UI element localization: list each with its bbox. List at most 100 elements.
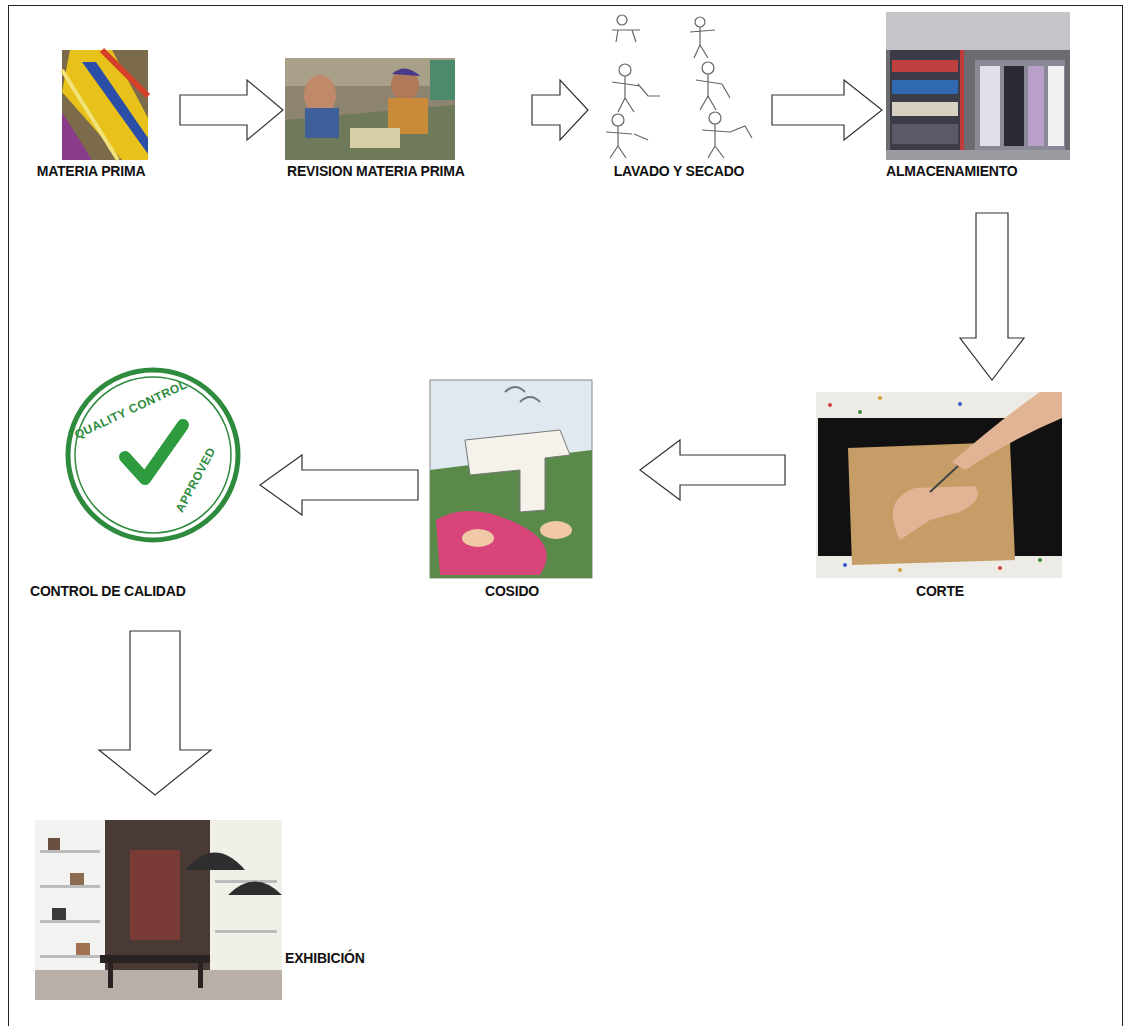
store-photo-part [198,963,203,988]
cutting-photo-part [898,568,902,572]
cutting-photo-part [843,563,847,567]
fabric-photo-part [62,50,148,160]
washing-sketches-part [617,15,627,25]
store-photo-part [100,955,210,963]
store-photo-part [185,853,245,871]
store-photo-part [40,920,100,923]
sewing-drawing-part [430,380,592,578]
washing-sketches-part [695,17,705,27]
store-photo-part [228,882,282,896]
sewing-drawing-part [540,521,572,539]
warehouse-photo-part [975,60,1065,150]
workers-photo [285,58,455,160]
quality-stamp-part [125,425,183,479]
sewing-drawing-part [462,529,494,547]
fabric-photo-part [62,112,92,160]
step-caption: ALMACENAMIENTO [886,163,1018,179]
fabric-photo-part [62,50,148,160]
cutting-photo-part [998,566,1002,570]
warehouse-photo-part [886,12,1070,160]
store-photo-part [215,880,277,883]
process-step: LAVADO Y SECADO [590,8,768,181]
warehouse-photo-part [892,80,958,94]
workers-photo-part [392,68,420,76]
warehouse-photo-part [1048,66,1064,146]
block-arrow [772,80,882,140]
store-photo-part [40,955,100,958]
store-photo-part [70,873,84,885]
warehouse-photo-part [892,124,958,144]
washing-sketches-part [702,124,752,158]
store-photo-part [52,908,66,920]
cutting-photo-part [828,403,832,407]
washing-sketches-part [702,62,714,74]
washing-sketches-part [709,112,721,124]
store-photo-part [130,850,180,940]
fabric-photo-part [62,70,118,160]
washing-sketches [606,15,752,158]
workers-photo-part [285,58,455,160]
sewing-drawing-part [465,430,570,512]
step-caption: COSIDO [428,583,596,599]
warehouse-photo-part [892,102,958,116]
store-photo-part [40,850,100,853]
step-caption: EXHIBICIÓN [285,950,365,966]
process-step: MATERIA PRIMA [28,48,154,181]
cutting-photo-part [952,392,1062,470]
workers-photo-part [350,128,400,148]
block-arrow [960,213,1024,380]
block-arrow [640,440,785,500]
process-step: REVISION MATERIA PRIMA [283,55,529,181]
warehouse-photo [886,12,1070,160]
washing-sketches-part [612,114,624,126]
warehouse-photo-part [1004,66,1024,146]
step-caption: LAVADO Y SECADO [590,163,768,179]
workers-photo-part [430,60,455,100]
process-step: ALMACENAMIENTO [884,10,1074,181]
cutting-photo-part [816,392,1062,578]
sewing-drawing [430,380,592,578]
step-caption: CONTROL DE CALIDAD [30,583,186,599]
store-photo-part [76,943,90,955]
warehouse-photo-part [886,150,1070,160]
block-arrow [260,455,418,515]
cutting-photo-part [1038,558,1042,562]
washing-sketches-part [619,64,631,76]
washing-sketches-part [606,126,648,158]
fabric-photo-part [102,50,148,96]
warehouse-photo-part [886,12,1070,50]
store-photo-part [40,885,100,888]
step-caption: CORTE [814,583,1066,599]
block-arrow [99,631,211,795]
washing-sketches-part [612,30,640,42]
warehouse-photo-part [960,50,964,160]
washing-sketches-part [612,76,660,112]
block-arrow [180,80,283,140]
store-photo-part [215,930,277,933]
fabric-photo-part [82,62,148,154]
workers-photo-part [285,105,455,160]
cutting-photo-part [958,402,962,406]
cutting-photo-part [893,486,978,540]
cutting-photo-part [878,396,882,400]
cutting-photo-part [858,410,862,414]
process-step: CORTE [814,388,1066,601]
warehouse-photo-part [890,50,960,150]
washing-sketches-part [696,74,730,110]
warehouse-photo-part [980,66,1000,146]
store-photo [35,820,282,1000]
stamp-text: APPROVED [174,445,219,514]
store-photo-part [35,820,282,1000]
store-photo-part [48,838,60,850]
page-frame [9,6,1123,1026]
step-caption: MATERIA PRIMA [28,163,154,179]
store-photo-part [35,970,282,1000]
store-photo-part [108,963,113,988]
sewing-drawing-part [436,511,547,575]
warehouse-photo-part [892,60,958,72]
quality-stamp [68,370,238,540]
cutting-photo-part [930,466,958,492]
washing-sketches-part [690,27,715,58]
